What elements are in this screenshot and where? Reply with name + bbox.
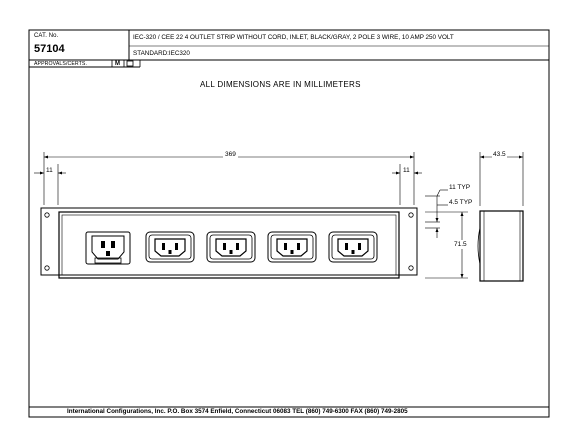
outlet-icon	[328, 231, 378, 263]
side-body	[479, 210, 524, 282]
dim-height: 71.5	[454, 240, 467, 249]
dim-depth: 43.5	[492, 151, 507, 158]
side-arrowheads	[435, 155, 523, 278]
mounting-hole-icon	[408, 212, 414, 218]
product-standard: STANDARD:IEC320	[133, 50, 190, 57]
mounting-hole-icon	[408, 265, 414, 271]
mounting-hole-icon	[44, 265, 50, 271]
outlet-icon	[267, 231, 317, 263]
approvals-mark: M	[115, 60, 121, 67]
outlet-icon	[206, 231, 256, 263]
strip-body	[58, 211, 400, 279]
cat-number: 57104	[34, 43, 65, 55]
dimension-lines	[34, 152, 422, 205]
approvals-checkbox	[126, 60, 134, 67]
dim-overall-length: 369	[223, 151, 238, 158]
outlets-group	[145, 231, 378, 263]
dim-slot-spacing: 11 TYP	[449, 184, 471, 191]
product-description: IEC-320 / CEE 22 4 OUTLET STRIP WITHOUT …	[133, 34, 454, 41]
approvals-label: APPROVALS/CERTS.	[34, 61, 88, 67]
dim-right-end: 11	[403, 167, 410, 174]
arrowheads	[40, 155, 418, 175]
mounting-flange	[40, 207, 418, 276]
inlet-icon	[85, 231, 131, 265]
sheet-border	[28, 29, 550, 418]
strip-faceplate	[61, 214, 397, 276]
cat-label: CAT. No.	[34, 33, 59, 39]
drawing-title: ALL DIMENSIONS ARE IN MILLIMETERS	[200, 80, 361, 89]
dim-left-end: 11	[46, 167, 53, 174]
mounting-hole-icon	[44, 212, 50, 218]
dim-slot-width: 4.5 TYP	[449, 199, 473, 206]
company-footer: International Configurations, Inc. P.O. …	[67, 408, 408, 415]
side-view	[425, 152, 524, 282]
outlet-icon	[145, 231, 195, 263]
front-view	[40, 207, 418, 279]
